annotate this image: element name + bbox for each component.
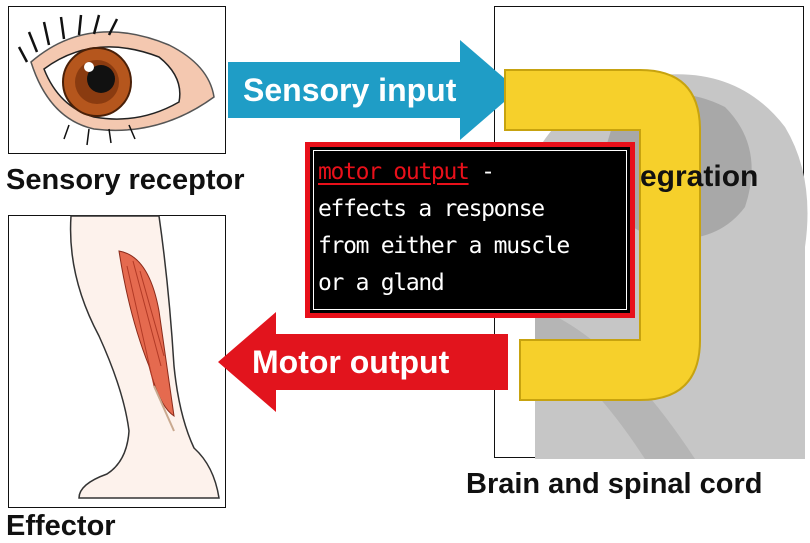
eye-icon	[17, 14, 215, 146]
popup-term: motor output	[318, 159, 470, 185]
popup-text: motor output - effects a response from e…	[318, 154, 628, 302]
sensory-input-arrow	[228, 40, 518, 140]
sensory-receptor-label: Sensory receptor	[6, 164, 245, 196]
popup-definition-line: effects a response	[318, 196, 545, 222]
popup-line-1: motor output -	[318, 154, 628, 191]
definition-popup: motor output - effects a response from e…	[305, 142, 635, 318]
integration-partial-label: egration	[640, 160, 759, 193]
effector-panel	[8, 215, 226, 508]
popup-dash: -	[468, 159, 495, 185]
motor-output-label: Motor output	[252, 344, 450, 380]
effector-label: Effector	[6, 510, 116, 542]
sensory-receptor-panel	[8, 6, 226, 154]
popup-inner-border	[313, 150, 627, 310]
popup-definition-line: or a gland	[318, 270, 445, 296]
leg-icon	[69, 215, 220, 499]
popup-definition-line: from either a muscle	[318, 233, 570, 259]
motor-output-arrow	[218, 312, 508, 412]
sensory-input-label: Sensory input	[243, 72, 457, 108]
brain-label: Brain and spinal cord	[466, 468, 763, 500]
